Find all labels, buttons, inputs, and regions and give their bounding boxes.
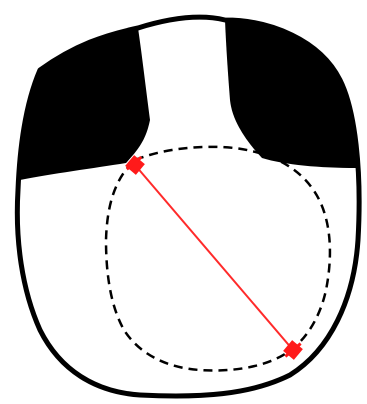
- red-measurement-line: [135, 165, 293, 350]
- left-dark-region: [20, 28, 150, 180]
- right-dark-region: [225, 20, 356, 168]
- dashed-inner-contour: [106, 147, 330, 371]
